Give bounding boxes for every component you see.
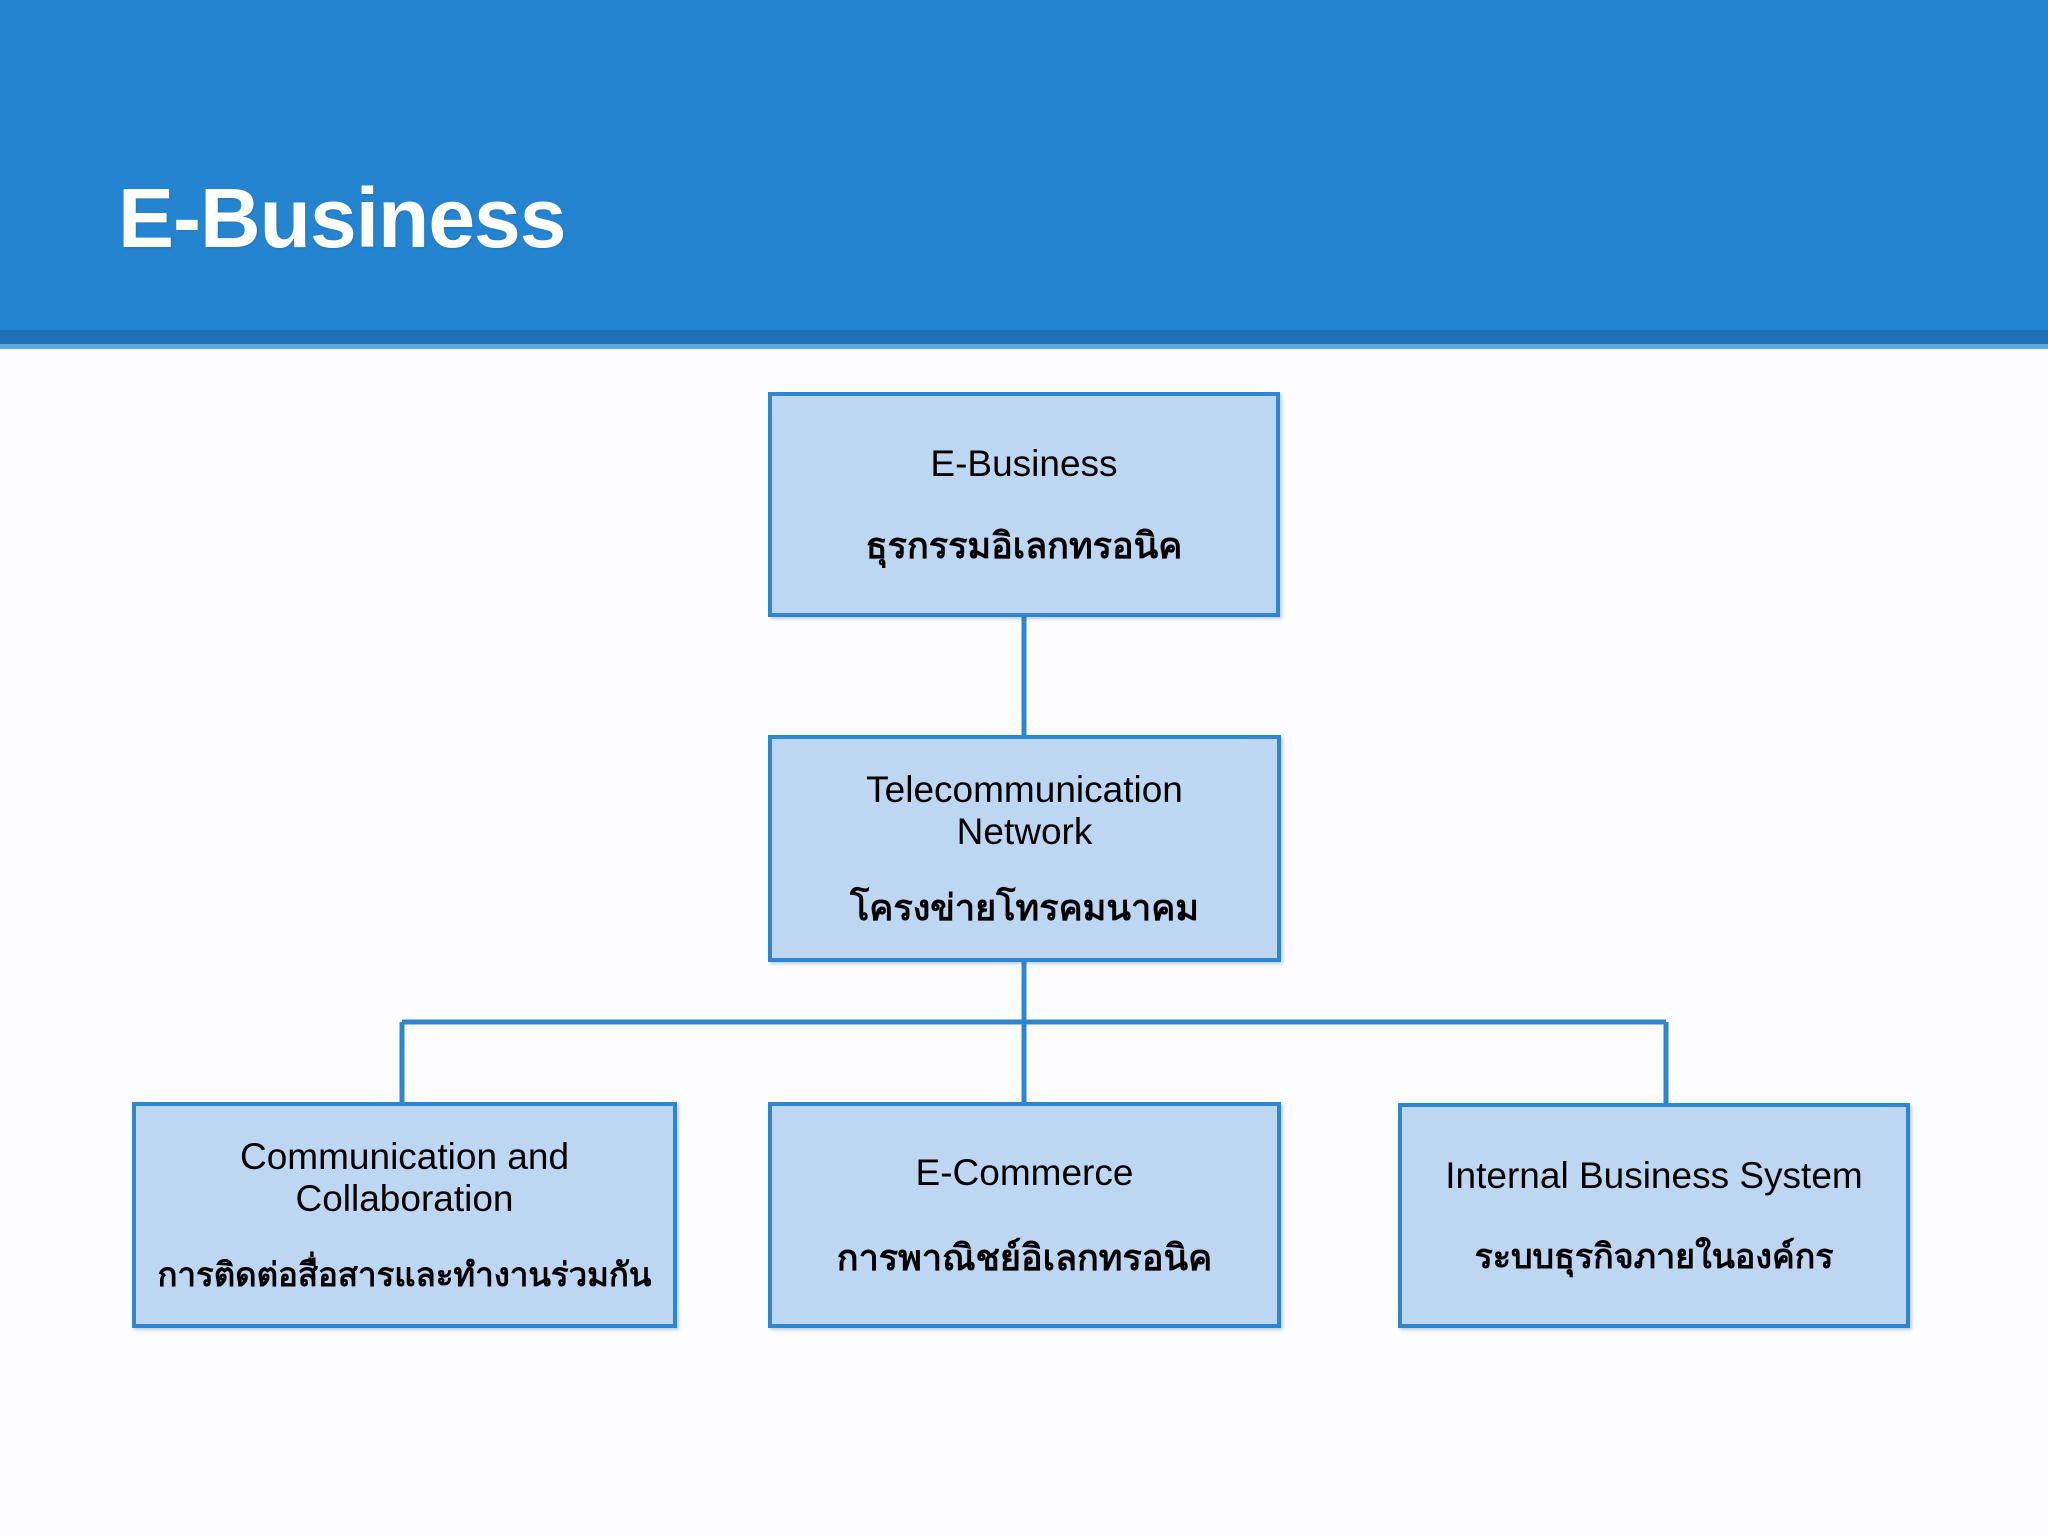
node-internal-business-system[interactable]: Internal Business System ระบบธุรกิจภายใน…	[1398, 1103, 1910, 1328]
node-e-business[interactable]: E-Business ธุรกรรมอิเลกทรอนิค	[768, 392, 1280, 617]
header-banner	[0, 0, 2048, 330]
node-label-thai: ธุรกรรมอิเลกทรอนิค	[865, 525, 1183, 567]
node-telecommunication-network[interactable]: Telecommunication Network โครงข่ายโทรคมน…	[768, 735, 1281, 962]
node-label-thai: การพาณิชย์อิเลกทรอนิค	[836, 1236, 1213, 1278]
node-label-thai: โครงข่ายโทรคมนาคม	[849, 887, 1200, 929]
node-label-thai: ระบบธุรกิจภายในองค์กร	[1474, 1237, 1834, 1276]
node-communication-and-collaboration[interactable]: Communication and Collaboration การติดต่…	[132, 1102, 677, 1328]
node-label-english: Internal Business System	[1445, 1155, 1863, 1197]
node-e-commerce[interactable]: E-Commerce การพาณิชย์อิเลกทรอนิค	[768, 1102, 1281, 1328]
header-rule-light	[0, 344, 2048, 349]
node-label-english: Telecommunication Network	[866, 769, 1183, 852]
node-label-english: Communication and Collaboration	[239, 1136, 570, 1219]
header-rule-dark	[0, 330, 2048, 344]
node-label-thai: การติดต่อสื่อสารและทำงานร่วมกัน	[157, 1256, 652, 1294]
node-label-english: E-Commerce	[915, 1152, 1134, 1194]
node-label-english: E-Business	[930, 442, 1118, 484]
page-title: E-Business	[118, 171, 566, 265]
